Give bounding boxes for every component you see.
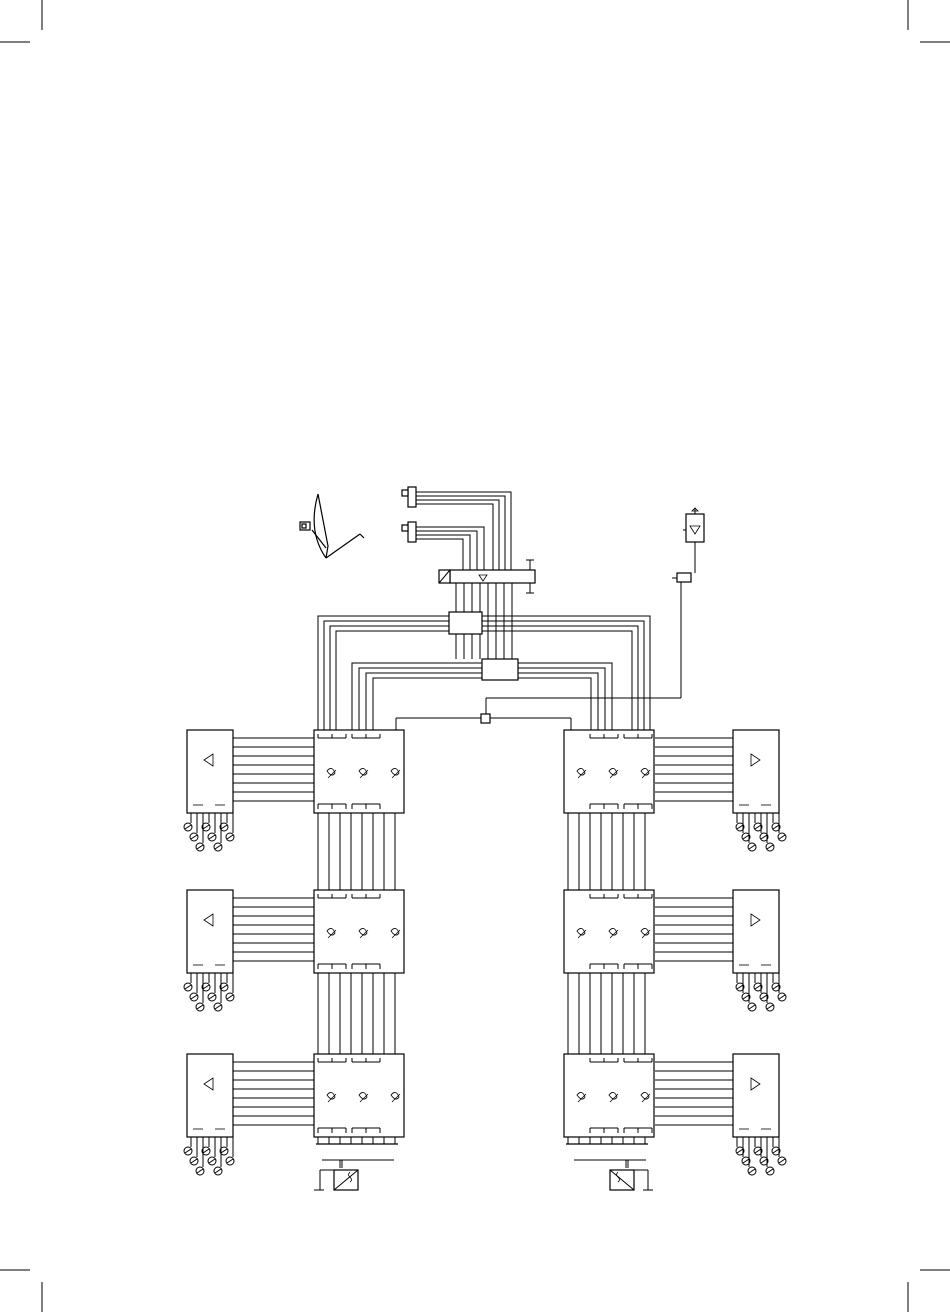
- terrestrial-antenna-icon: [486, 508, 704, 714]
- amplifier-icon: [187, 730, 233, 813]
- amplifier-icon: [733, 890, 779, 973]
- amplifier-icon: [187, 890, 233, 973]
- power-supply-icon: [314, 1160, 653, 1190]
- head-amplifier: [439, 560, 535, 593]
- multiswitch-stages: [184, 730, 786, 1175]
- amplifier-icon: [187, 1054, 233, 1137]
- splitter-icon: [449, 612, 518, 680]
- terrestrial-junction: [396, 714, 571, 731]
- stage: [564, 730, 786, 890]
- stage: [564, 1054, 786, 1175]
- stage: [184, 730, 404, 890]
- trunk-bus: [318, 583, 650, 731]
- stage: [184, 1054, 404, 1175]
- lnb-cables: [416, 492, 511, 570]
- dish-icon: [300, 494, 364, 558]
- amplifier-icon: [733, 730, 779, 813]
- amplifier-icon: [733, 1054, 779, 1137]
- stage: [564, 890, 786, 1054]
- stage: [184, 890, 404, 1054]
- lnb-icon: [402, 487, 416, 542]
